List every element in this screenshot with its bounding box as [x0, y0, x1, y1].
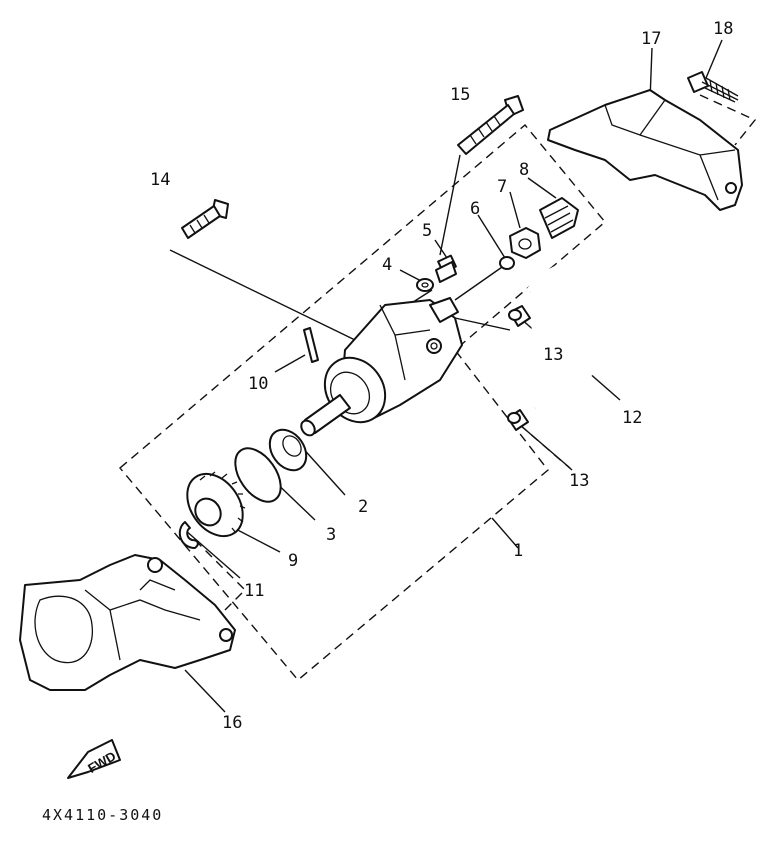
- callout-15: 15: [450, 85, 470, 105]
- leader-2: [299, 444, 346, 496]
- callout-11: 11: [244, 581, 264, 601]
- screw-part-18: [687, 71, 739, 103]
- oil-pump-body: [300, 297, 463, 437]
- leader-6: [477, 214, 506, 259]
- bolt-part-15: [457, 95, 524, 155]
- callout-12: 12: [622, 408, 642, 428]
- callout-10: 10: [248, 374, 268, 394]
- washer-part-6: [499, 256, 515, 270]
- callout-13-upper: 13: [543, 345, 563, 365]
- callout-1: 1: [513, 541, 523, 561]
- leader-13-lower-b: [519, 424, 571, 469]
- leader-pump-right: [454, 317, 511, 331]
- callout-7: 7: [497, 177, 507, 197]
- leader-18: [705, 39, 723, 79]
- bearing-part-2: [268, 428, 308, 472]
- assembly-boundary-dashed: [119, 124, 606, 681]
- leader-15: [439, 154, 461, 256]
- callout-8: 8: [519, 160, 529, 180]
- bolt-part-14: [181, 199, 229, 239]
- leader-11: [184, 529, 241, 579]
- bracket-part-17: [547, 89, 743, 211]
- callout-4: 4: [382, 255, 392, 275]
- leader-1: [491, 517, 519, 549]
- leader-18-bracket: [699, 94, 757, 146]
- plug-part-8: [539, 197, 579, 239]
- callout-16: 16: [222, 713, 242, 733]
- callout-3: 3: [326, 525, 336, 545]
- callout-18: 18: [713, 19, 733, 39]
- leader-10: [274, 354, 306, 373]
- nut-part-7: [509, 227, 541, 259]
- o-ring-part-3: [234, 447, 282, 503]
- clamp-part-13-lower: [507, 409, 529, 431]
- leader-16: [184, 669, 226, 713]
- callout-13-lower: 13: [569, 471, 589, 491]
- leader-6b: [454, 264, 506, 301]
- washer-part-4: [416, 278, 434, 292]
- callout-2: 2: [358, 497, 368, 517]
- clamp-part-13-upper: [508, 305, 531, 327]
- diagram-code: 4X4110-3040: [42, 806, 163, 824]
- housing-part-16: [19, 554, 236, 691]
- leader-5: [434, 239, 448, 259]
- leader-8: [527, 177, 557, 199]
- fwd-arrow-icon: FWD: [67, 739, 121, 779]
- leader-16-gear: [194, 539, 246, 621]
- screw-part-5: [435, 254, 457, 283]
- callout-6: 6: [470, 199, 480, 219]
- pin-part-10: [303, 327, 319, 363]
- leader-14: [169, 249, 356, 341]
- callout-14: 14: [150, 170, 170, 190]
- hose-part-12: [526, 257, 636, 413]
- callout-9: 9: [288, 551, 298, 571]
- callout-17: 17: [641, 29, 661, 49]
- circlip-part-11: [178, 521, 199, 549]
- callout-5: 5: [422, 221, 432, 241]
- gear-part-9: [186, 471, 246, 538]
- leader-7: [509, 191, 521, 229]
